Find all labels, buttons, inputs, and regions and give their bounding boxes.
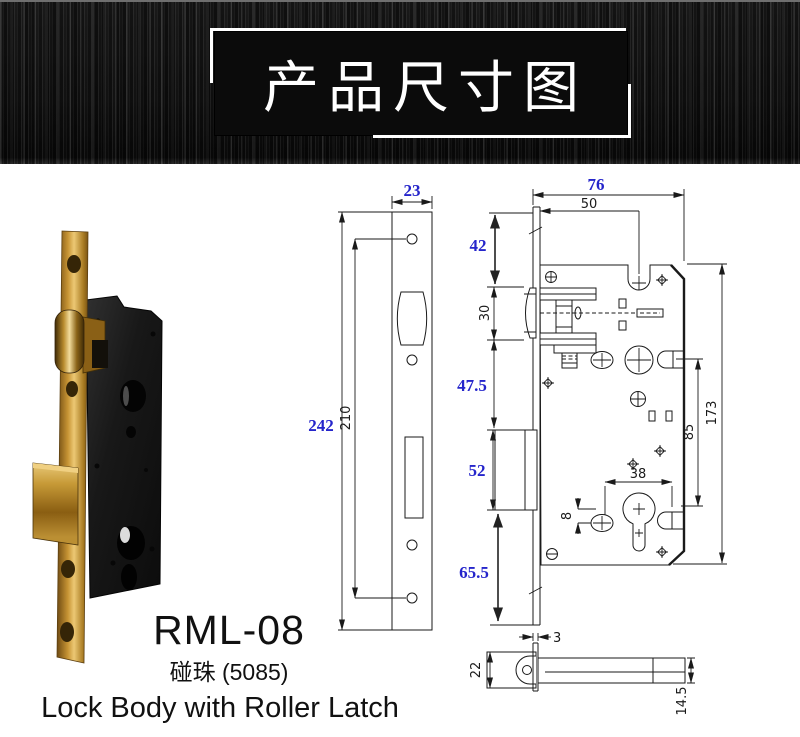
title-bracket-topleft — [210, 28, 626, 83]
dim-backset: 50 — [581, 197, 598, 212]
dim-offset: 8 — [560, 512, 575, 520]
dim-faceplate-hole-spacing: 210 — [339, 406, 354, 431]
latch-cutout — [396, 291, 428, 346]
bottom-section-view: 3 22 14.5 — [469, 631, 695, 715]
product-subtitle-en: Lock Body with Roller Latch — [41, 692, 399, 724]
dim-case-height: 173 — [705, 401, 720, 426]
deadbolt-side — [494, 429, 538, 511]
dim-centres: 85 — [682, 424, 697, 441]
roller-latch-side — [525, 287, 537, 339]
spindle-follower — [624, 345, 654, 375]
photo-screw-holes — [60, 255, 81, 642]
faceplate-front-view: 23 242 210 — [308, 181, 433, 631]
dim-bolt-to-bottom: 65.5 — [459, 563, 489, 582]
dim-latch-height: 30 — [478, 305, 493, 322]
dim-plate-width: 22 — [469, 662, 484, 679]
dim-case-thickness: 14.5 — [675, 687, 690, 716]
header-banner: 产品尺寸图 — [0, 0, 800, 164]
photo-faceplate — [56, 230, 89, 664]
product-photo — [32, 230, 163, 664]
dim-faceplate-width: 23 — [404, 181, 421, 200]
dim-case-width: 76 — [588, 175, 605, 194]
euro-cylinder-cutout — [622, 492, 656, 552]
photo-deadbolt — [32, 462, 79, 546]
photo-lock-case — [85, 295, 163, 599]
page-title: 产品尺寸图 — [263, 56, 588, 121]
dim-faceplate-height: 242 — [308, 416, 334, 435]
dim-latch-to-bolt: 47.5 — [457, 376, 487, 395]
title-bracket-bottomright — [373, 84, 631, 138]
title-box: 产品尺寸图 — [215, 32, 627, 135]
dim-fixing-spacing: 38 — [630, 467, 647, 482]
dim-bolt-height: 52 — [469, 461, 486, 480]
photo-roller-latch — [54, 309, 85, 374]
bolt-cutout — [404, 436, 424, 519]
dim-top-to-latch: 42 — [470, 236, 487, 255]
product-subtitle-cn: 碰珠 (5085) — [169, 659, 289, 685]
dim-plate-thickness: 3 — [553, 631, 561, 646]
product-model: RML-08 — [153, 607, 305, 653]
lock-body-view: 76 50 42 30 47.5 52 65.5 38 8 — [457, 175, 727, 626]
